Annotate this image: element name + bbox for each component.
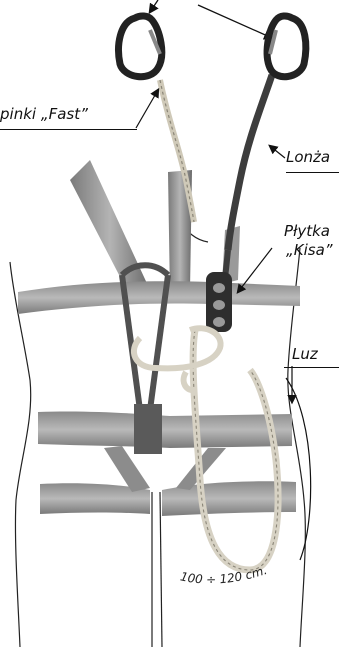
- plytka-label-line2: „Kisa”: [286, 241, 333, 259]
- top-arrows: [150, 0, 272, 38]
- lonza-label-underline: [286, 172, 339, 173]
- measure-text: 100 ÷ 120 cm.: [179, 563, 269, 587]
- fast-label: pinki „Fast”: [0, 105, 88, 123]
- kisa-plate: [206, 272, 232, 332]
- luz-label-underline: [284, 367, 339, 368]
- measure-label: 100 ÷ 120 cm.: [179, 563, 269, 587]
- fast-label-underline: [0, 129, 137, 130]
- waist-belt: [38, 404, 292, 454]
- leg-straps: [40, 446, 296, 516]
- plytka-label-line1: Płytka: [284, 222, 330, 240]
- carabiner-right: [267, 16, 306, 77]
- chest-strap: [18, 281, 300, 314]
- carabiner-left: [119, 16, 162, 77]
- lonza-label: Lonża: [286, 148, 330, 166]
- luz-label: Luz: [292, 345, 318, 363]
